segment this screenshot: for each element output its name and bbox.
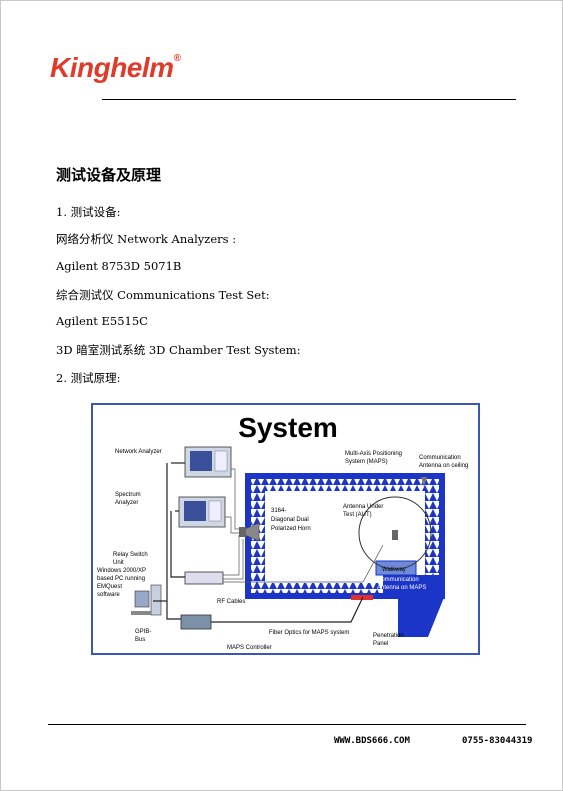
communications-test-set-line: 综合测试仪 Communications Test Set: [56, 288, 270, 302]
label-maps-1: Multi-Axis Positioning [345, 451, 402, 457]
label-walkway: Walkway [382, 567, 406, 573]
maps-controller-icon [180, 614, 212, 630]
label-comm-maps-1: Communication [377, 577, 419, 583]
label-relay-5: EMQuest [97, 584, 122, 590]
rf-cables [223, 468, 384, 583]
label-horn-3: Polarized Horn [271, 526, 311, 532]
chamber-system-line: 3D 暗室测试系统 3D Chamber Test System: [56, 343, 301, 357]
label-spectrum-1: Spectrum [115, 492, 141, 498]
label-comm-ceiling-1: Communication [419, 455, 461, 461]
logo-registered-mark: ® [173, 52, 181, 64]
label-rf-cables: RF Cables [217, 599, 245, 605]
system-diagram: System [91, 403, 480, 655]
label-gpib-2: Bus [135, 637, 145, 643]
cable-lines [153, 462, 364, 623]
label-network-analyzer: Network Analyzer [115, 449, 162, 455]
maps-sphere [358, 496, 432, 570]
agilent-e5515c-line: Agilent E5515C [56, 314, 148, 328]
label-aut-2: Test (AUT) [343, 512, 372, 518]
label-gpib-1: GPIB- [135, 629, 151, 635]
label-panel-1: Penetration [373, 633, 404, 639]
relay-switch-icon [184, 571, 224, 585]
agilent-8753d-line: Agilent 8753D 5071B [56, 259, 182, 273]
walkway-box [375, 560, 417, 576]
spectrum-analyzer-icon [178, 496, 226, 528]
footer-rule [48, 724, 526, 725]
list-item-equipment: 1. 测试设备: [56, 205, 121, 219]
system-diagram-svg: System [97, 412, 468, 651]
label-comm-maps-2: Antenna on MAPS [377, 585, 426, 591]
label-panel-2: Panel [373, 641, 388, 647]
list-item-principle: 2. 测试原理: [56, 371, 121, 385]
footer-website: WWW.BDS666.COM [334, 736, 410, 746]
penetration-panel-icon [351, 595, 373, 600]
label-relay-6: software [97, 592, 120, 598]
label-horn-2: Diagonal Dual [271, 517, 309, 523]
label-horn-1: 3164- [271, 508, 286, 514]
section-heading: 测试设备及原理 [56, 166, 162, 184]
kinghelm-logo: Kinghelm® [50, 52, 181, 84]
label-relay-3: Windows 2000/XP [97, 568, 146, 574]
label-comm-ceiling-2: Antenna on ceiling [419, 463, 468, 469]
walkway-floor [383, 575, 445, 637]
network-analyzer-icon [184, 446, 232, 478]
footer-phone: 0755-83044319 [462, 736, 533, 746]
ceiling-antenna-icon [421, 477, 427, 487]
label-maps-controller: MAPS Controller [227, 645, 272, 651]
horn-antenna-icon [239, 522, 260, 542]
diagram-title: System [238, 412, 338, 443]
label-relay-2: Unit [113, 560, 124, 566]
logo-text: Kinghelm [50, 52, 174, 83]
label-aut-1: Antenna Under [343, 504, 383, 510]
header-rule [102, 99, 516, 100]
label-spectrum-2: Analyzer [115, 500, 138, 506]
pc-icon [131, 584, 162, 616]
label-relay-4: based PC running [97, 576, 145, 582]
label-relay-1: Relay Switch [113, 552, 148, 558]
aut-icon [392, 530, 398, 540]
label-maps-2: System (MAPS) [345, 459, 388, 465]
network-analyzer-line: 网络分析仪 Network Analyzers : [56, 232, 237, 246]
label-fiber-optics: Fiber Optics for MAPS system [269, 630, 349, 636]
anechoic-chamber [245, 473, 445, 637]
